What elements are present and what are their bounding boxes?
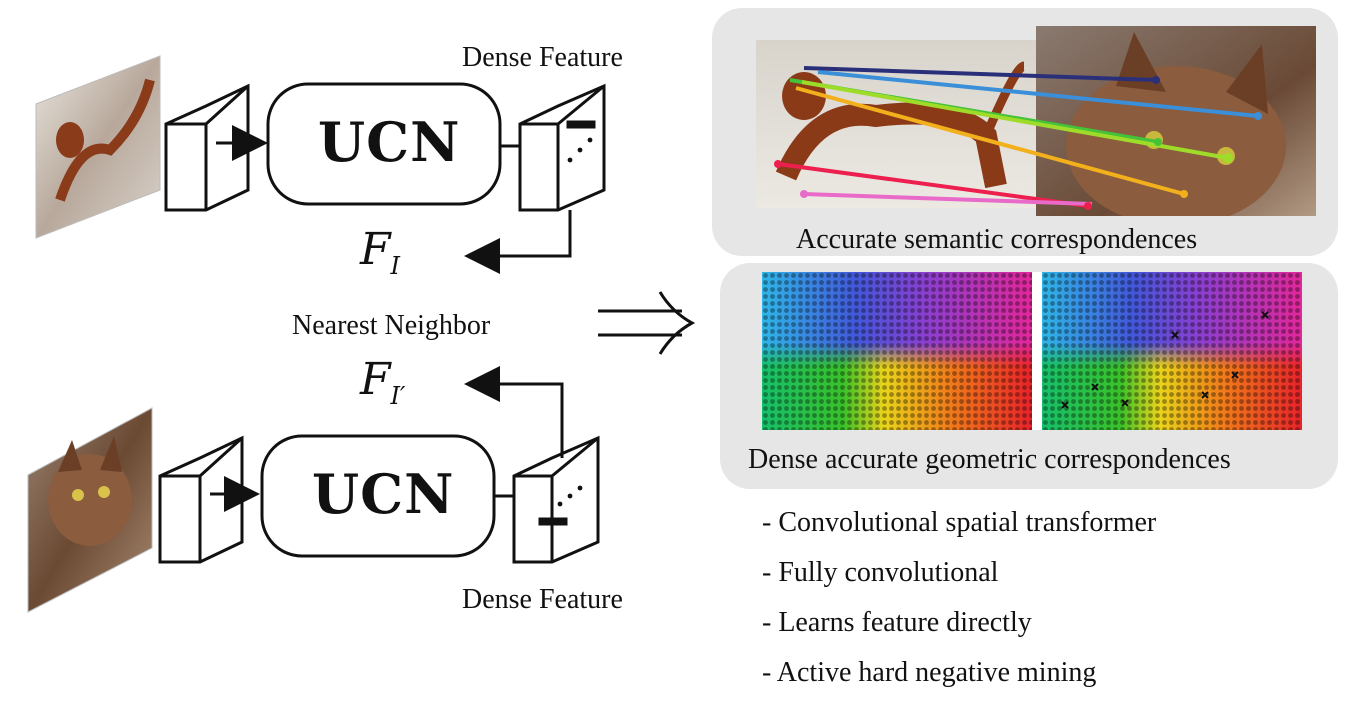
input-image-bottom <box>27 407 153 613</box>
input-image-top <box>35 55 161 239</box>
input-layer-bottom <box>158 435 244 564</box>
semantic-caption: Accurate semantic correspondences <box>796 224 1198 255</box>
implies-arrow <box>598 291 696 355</box>
network-diagram <box>27 55 696 613</box>
feature-list: - Convolutional spatial transformer - Fu… <box>762 505 1156 705</box>
output-feature-top <box>518 83 606 212</box>
geometric-caption: Dense accurate geometric correspondences <box>748 444 1231 475</box>
nearest-neighbor-label: Nearest Neighbor <box>292 310 491 341</box>
feature-list-item: - Fully convolutional <box>762 557 999 588</box>
arrow-feature-top <box>464 210 572 274</box>
feature-list-item: - Learns feature directly <box>762 607 1032 638</box>
feature-dots-top <box>567 137 593 163</box>
ucn-label-bottom: UCN <box>312 462 455 526</box>
feature-symbol-top: FI <box>360 224 401 280</box>
ucn-block-top <box>266 82 502 206</box>
feature-symbol-bottom: FI′ <box>360 354 406 410</box>
semantic-correspondence-image <box>756 26 1316 216</box>
correspondence-points <box>774 76 1262 210</box>
geometric-correspondence-image <box>762 272 1302 430</box>
ucn-label-top: UCN <box>318 110 461 174</box>
figure: Dense Feature Dense Feature Nearest Neig… <box>27 8 1338 688</box>
mismatch-markers <box>1061 311 1269 409</box>
correspondence-lines <box>777 66 1259 208</box>
feature-list-item: - Convolutional spatial transformer <box>762 507 1157 538</box>
feature-dots-bottom <box>557 485 583 507</box>
output-feature-bottom <box>512 435 600 564</box>
input-layer-top <box>164 83 250 212</box>
arrow-feature-bottom <box>464 366 564 458</box>
dense-feature-label-bottom: Dense Feature <box>462 584 623 615</box>
feature-list-item: - Active hard negative mining <box>762 657 1097 688</box>
dense-feature-label-top: Dense Feature <box>462 42 623 73</box>
